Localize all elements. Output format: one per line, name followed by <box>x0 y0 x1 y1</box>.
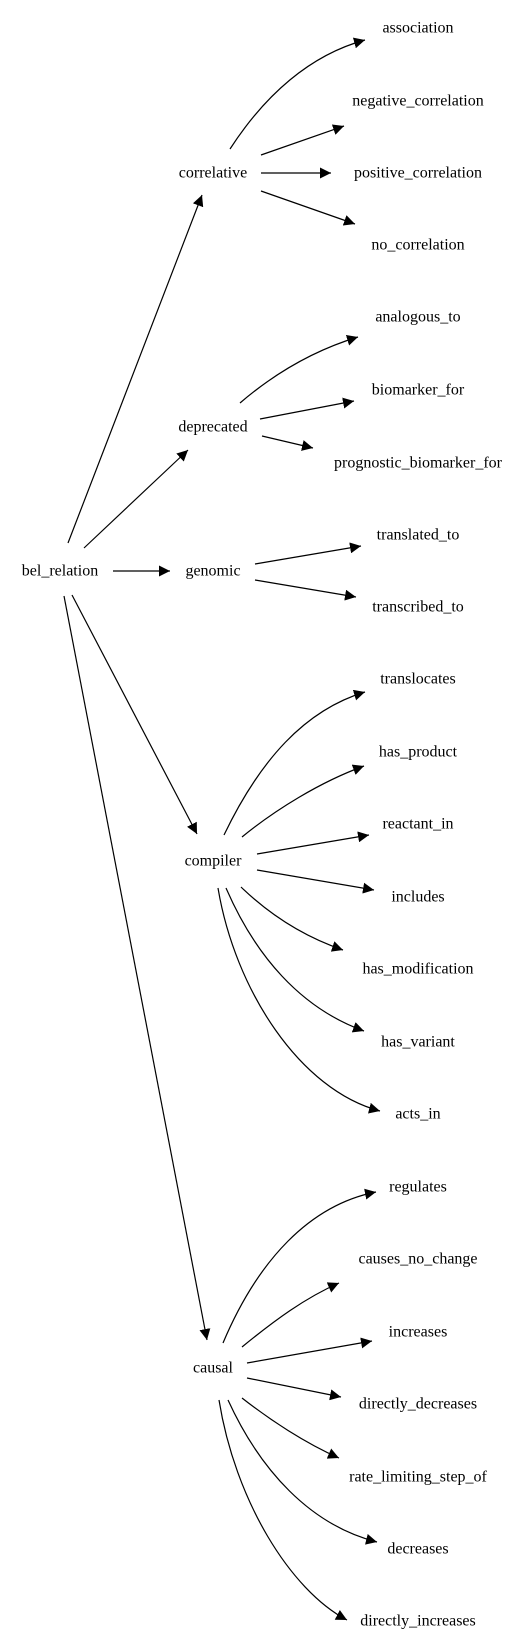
node-rate_limiting_step_of: rate_limiting_step_of <box>349 1469 487 1486</box>
edge-deprecated-prognostic_biomarker_for <box>261 435 314 451</box>
edge-causal-increases <box>246 1337 373 1364</box>
edge-deprecated-biomarker_for <box>259 397 355 420</box>
node-group-deprecated: deprecated <box>178 419 247 436</box>
edge-compiler-includes <box>256 869 375 894</box>
node-directly_increases: directly_increases <box>360 1613 476 1630</box>
node-has_variant: has_variant <box>381 1034 455 1051</box>
node-group-genomic: genomic <box>185 563 240 580</box>
node-acts_in: acts_in <box>395 1106 440 1123</box>
edge-causal-directly_decreases <box>246 1377 342 1401</box>
edge-compiler-acts_in <box>217 887 381 1114</box>
node-group-compiler: compiler <box>185 853 243 870</box>
edge-correlative-negative_correlation <box>260 124 345 156</box>
node-no_correlation: no_correlation <box>371 237 464 254</box>
node-group-causal: causal <box>193 1360 234 1377</box>
edge-compiler-has_variant <box>225 887 365 1033</box>
edge-root-causal <box>63 595 211 1341</box>
node-has_modification: has_modification <box>362 961 473 978</box>
node-directly_decreases: directly_decreases <box>359 1396 477 1413</box>
edge-causal-rate_limiting_step_of <box>241 1397 340 1459</box>
deprecated-edges <box>239 334 359 451</box>
node-transcribed_to: transcribed_to <box>372 599 464 616</box>
node-association: association <box>382 20 453 37</box>
node-translated_to: translated_to <box>377 527 460 544</box>
node-negative_correlation: negative_correlation <box>352 93 484 110</box>
node-positive_correlation: positive_correlation <box>354 165 482 182</box>
edge-correlative-no_correlation <box>260 190 356 226</box>
node-increases: increases <box>389 1324 448 1341</box>
edge-causal-causes_no_change <box>241 1282 340 1348</box>
correlative-edges <box>229 37 366 226</box>
node-regulates: regulates <box>389 1179 447 1196</box>
edge-deprecated-analogous_to <box>239 334 359 404</box>
edge-root-compiler <box>71 594 198 835</box>
edge-genomic-translated_to <box>254 542 362 565</box>
edge-compiler-reactant_in <box>256 831 370 855</box>
node-labels: bel_relation correlative association neg… <box>22 20 503 1630</box>
genomic-edges <box>254 542 362 601</box>
edge-causal-regulates <box>222 1188 377 1344</box>
node-includes: includes <box>391 889 444 906</box>
edge-causal-directly_increases <box>218 1399 348 1621</box>
node-translocates: translocates <box>380 671 456 688</box>
node-group-correlative: correlative <box>179 165 247 182</box>
node-causes_no_change: causes_no_change <box>358 1251 477 1268</box>
node-root: bel_relation <box>22 563 98 580</box>
root-edges <box>63 194 211 1341</box>
node-analogous_to: analogous_to <box>375 309 460 326</box>
edge-compiler-has_product <box>241 764 365 838</box>
edge-root-correlative <box>67 194 204 544</box>
edge-causal-decreases <box>227 1399 378 1545</box>
node-biomarker_for: biomarker_for <box>372 382 465 399</box>
edge-genomic-transcribed_to <box>254 579 357 601</box>
node-reactant_in: reactant_in <box>382 816 453 833</box>
node-prognostic_biomarker_for: prognostic_biomarker_for <box>334 455 503 472</box>
node-decreases: decreases <box>387 1541 448 1558</box>
edge-compiler-has_modification <box>240 886 344 952</box>
edge-correlative-association <box>229 37 366 150</box>
compiler-edges <box>217 689 381 1114</box>
node-has_product: has_product <box>379 744 458 761</box>
edge-compiler-translocates <box>223 689 366 836</box>
edge-root-deprecated <box>83 449 189 549</box>
causal-edges <box>218 1188 378 1621</box>
